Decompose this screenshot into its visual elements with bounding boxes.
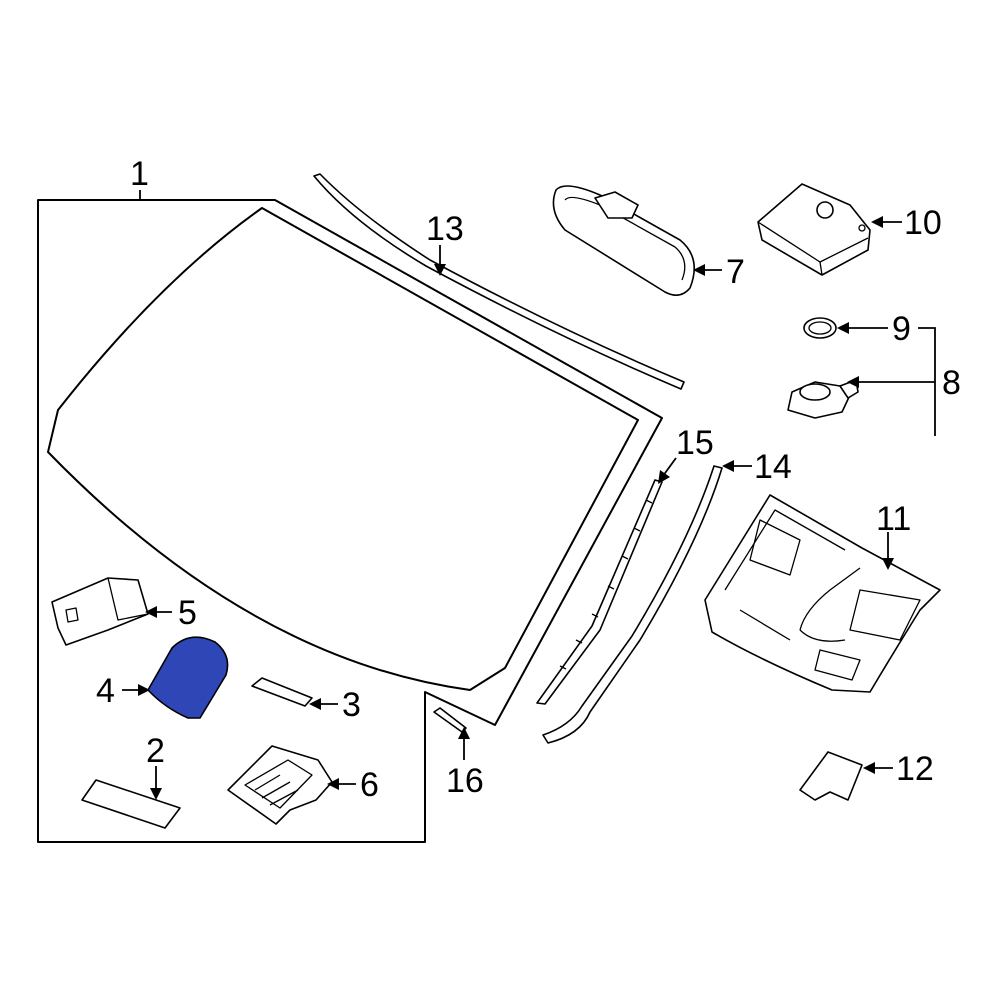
callout-12: 12 <box>896 750 934 788</box>
callout-14: 14 <box>754 448 792 486</box>
side-strip-15-clips <box>559 499 653 670</box>
windshield-glass[interactable] <box>47 207 639 691</box>
callout-2: 2 <box>146 732 165 770</box>
ring-9[interactable] <box>803 317 837 339</box>
pad-3[interactable] <box>251 677 313 707</box>
callout-9: 9 <box>892 310 911 348</box>
leader-lines <box>122 190 936 796</box>
ring-9-inner <box>808 321 832 335</box>
arrowheads <box>138 216 894 800</box>
callout-7: 7 <box>726 253 745 291</box>
pin-16[interactable] <box>433 707 467 733</box>
cover-4[interactable] <box>147 636 229 719</box>
rearview-mirror[interactable] <box>552 185 696 296</box>
side-strip-15[interactable] <box>536 479 663 705</box>
callout-5: 5 <box>178 594 197 632</box>
part-1-group-box <box>37 199 663 843</box>
callout-15: 15 <box>676 424 714 462</box>
callout-1: 1 <box>130 155 149 193</box>
callout-16: 16 <box>446 762 484 800</box>
callout-6: 6 <box>360 766 379 804</box>
top-moulding-strip[interactable] <box>313 173 685 390</box>
callout-4: 4 <box>96 672 115 710</box>
sensor-housing-10[interactable] <box>757 183 871 276</box>
bracket-5[interactable] <box>51 577 149 646</box>
side-moulding-14[interactable] <box>542 465 723 744</box>
callout-11: 11 <box>876 500 911 538</box>
rain-sensor-8[interactable] <box>787 379 859 419</box>
callout-10: 10 <box>904 204 942 242</box>
pad-2[interactable] <box>81 779 181 829</box>
callout-8: 8 <box>942 364 961 402</box>
callout-13: 13 <box>426 210 464 248</box>
callout-3: 3 <box>342 686 361 724</box>
clip-12[interactable] <box>799 751 863 801</box>
camera-bracket-6[interactable] <box>227 745 333 825</box>
overhead-console-11[interactable] <box>704 494 941 693</box>
